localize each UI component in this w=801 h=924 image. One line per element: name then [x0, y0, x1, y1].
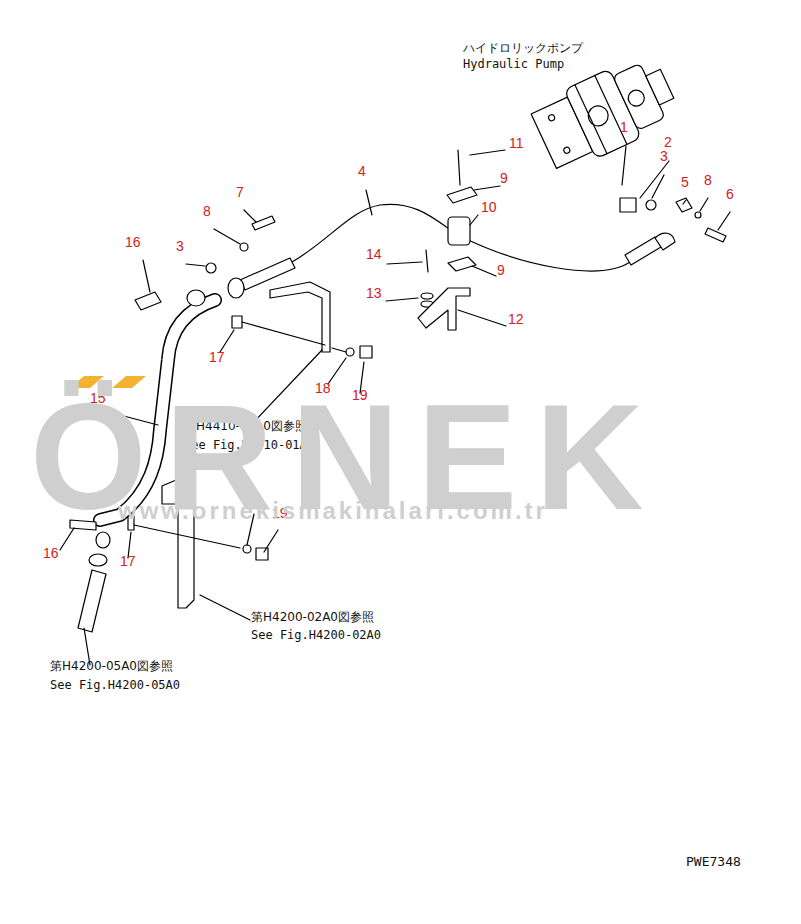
callout-number: 10	[481, 200, 497, 215]
callout-number: 17	[120, 554, 136, 569]
reference-note: See Fig.H4200-02A0	[251, 629, 381, 642]
callout-number: 11	[509, 136, 524, 151]
watermark-url: www.ornekismakinalari.com.tr	[118, 498, 548, 524]
callout-number: 13	[366, 286, 382, 301]
callout-number: 5	[681, 175, 689, 190]
callout-number: 9	[500, 171, 508, 186]
callout-number: 7	[236, 185, 244, 200]
drawing-number: PWE7348	[686, 855, 741, 869]
reference-note: 第H4200-05A0図参照	[50, 660, 173, 673]
callout-number: 14	[366, 247, 382, 262]
callout-number: 8	[203, 204, 211, 219]
callout-number: 3	[176, 239, 184, 254]
reference-note: 第H4200-02A0図参照	[251, 611, 374, 624]
callout-number: 12	[508, 312, 524, 327]
callout-number: 17	[209, 350, 225, 365]
callout-number: 1	[620, 120, 628, 135]
callout-number: 4	[358, 164, 366, 179]
reference-note: See Fig.H4200-05A0	[50, 679, 180, 692]
callout-number: 3	[660, 149, 668, 164]
callout-number: 16	[125, 235, 141, 250]
pump-title: Hydraulic Pump	[463, 58, 564, 71]
pump-title: ハイドロリックポンプ	[463, 42, 583, 55]
callout-number: 8	[704, 173, 712, 188]
callout-number: 6	[726, 187, 734, 202]
callout-number: 16	[43, 546, 59, 561]
callout-number: 9	[497, 263, 505, 278]
